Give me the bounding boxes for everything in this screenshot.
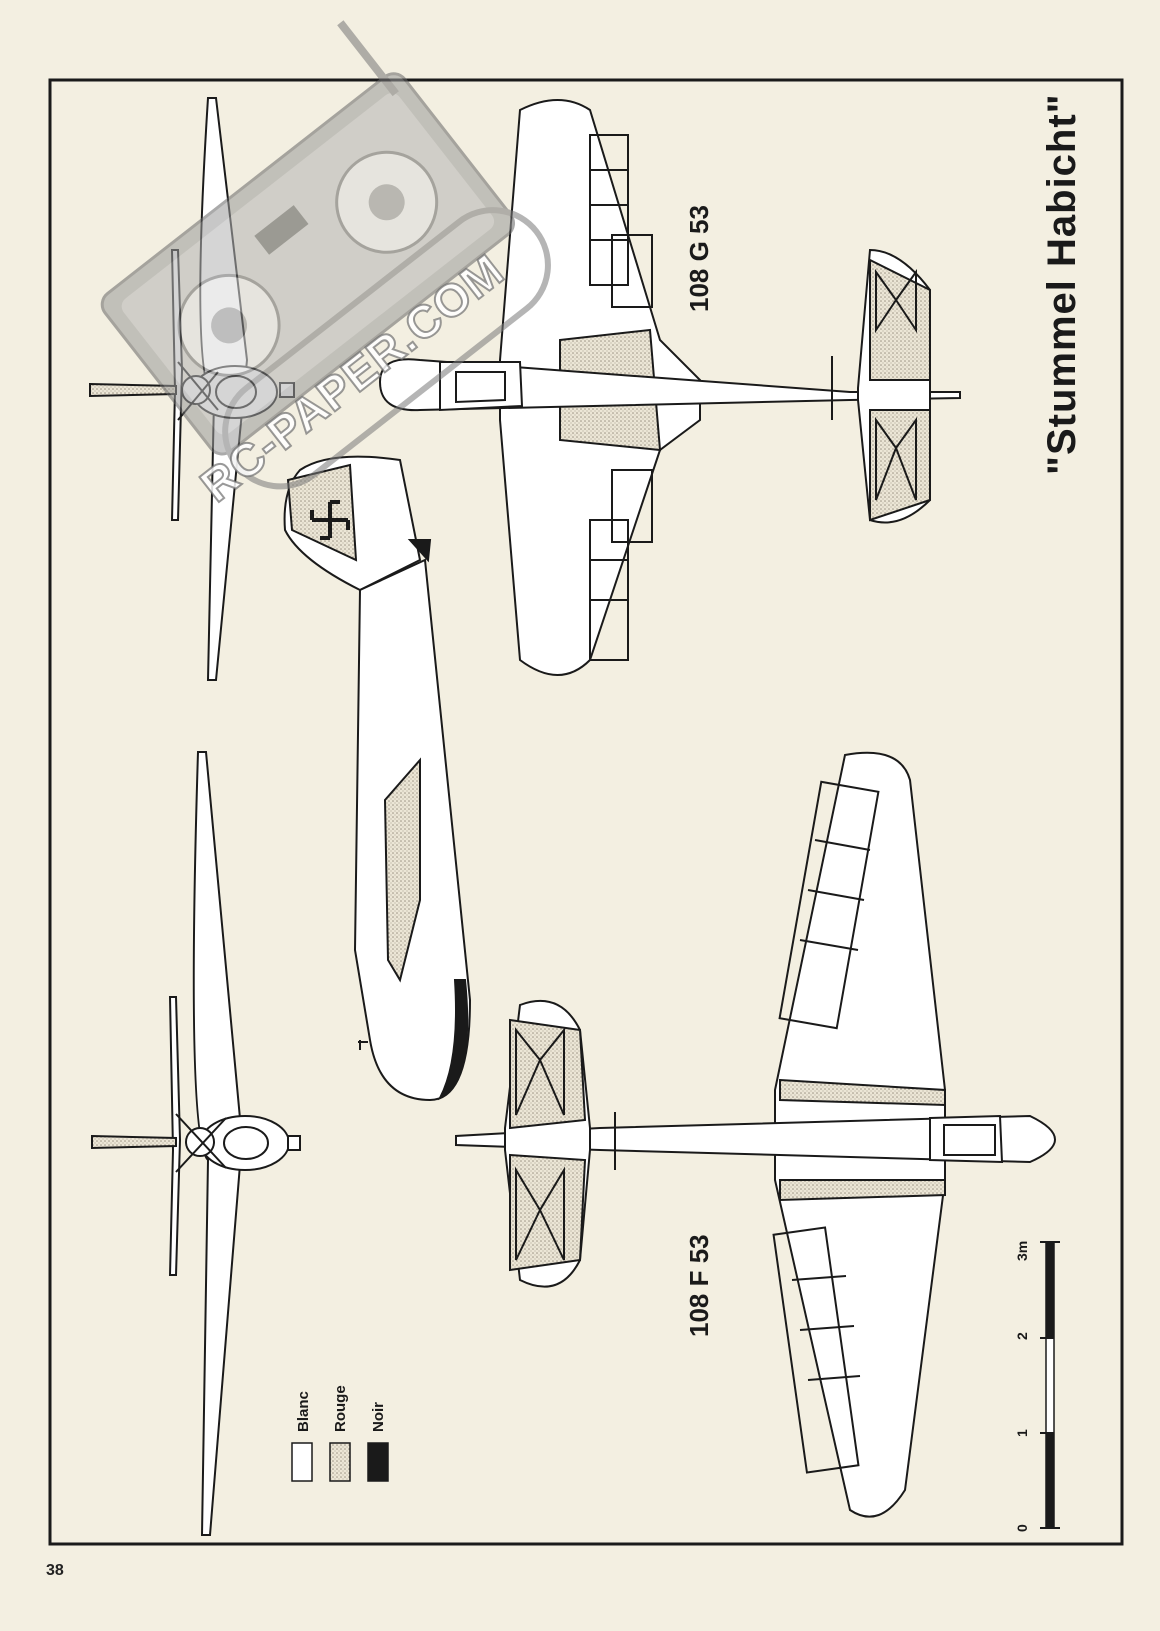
legend-swatch-rouge — [329, 1442, 351, 1482]
page-number: 38 — [46, 1562, 64, 1579]
g53-aileron-left — [589, 134, 653, 308]
scale-bar — [1040, 1241, 1060, 1529]
legend-swatch-blanc — [291, 1442, 313, 1482]
legend-swatch-noir — [367, 1442, 389, 1482]
legend-label-blanc: Blanc — [295, 1391, 312, 1432]
f53-aileron-top — [778, 780, 880, 1030]
drawing-title: "Stummel Habicht" — [1040, 93, 1084, 475]
drawing-frame — [48, 78, 1124, 1546]
scale-tick-1: 1 — [1014, 1429, 1030, 1437]
f53-aileron-bottom — [772, 1226, 861, 1474]
legend — [291, 1442, 389, 1482]
legend-label-noir: Noir — [370, 1402, 387, 1432]
variant-label-lower: 108 F 53 — [684, 1234, 714, 1337]
plan-view-g53 — [378, 99, 961, 676]
scale-tick-3: 3m — [1014, 1240, 1030, 1261]
scale-tick-0: 0 — [1014, 1524, 1030, 1532]
g53-aileron-right — [589, 469, 653, 661]
front-view-lower — [91, 751, 301, 1536]
legend-label-rouge: Rouge — [332, 1385, 349, 1432]
side-view — [283, 455, 472, 1102]
watermark-transmitter-icon — [100, 20, 551, 490]
scale-tick-2: 2 — [1014, 1332, 1030, 1340]
variant-label-upper: 108 G 53 — [684, 205, 714, 312]
plan-view-f53 — [455, 751, 1056, 1518]
